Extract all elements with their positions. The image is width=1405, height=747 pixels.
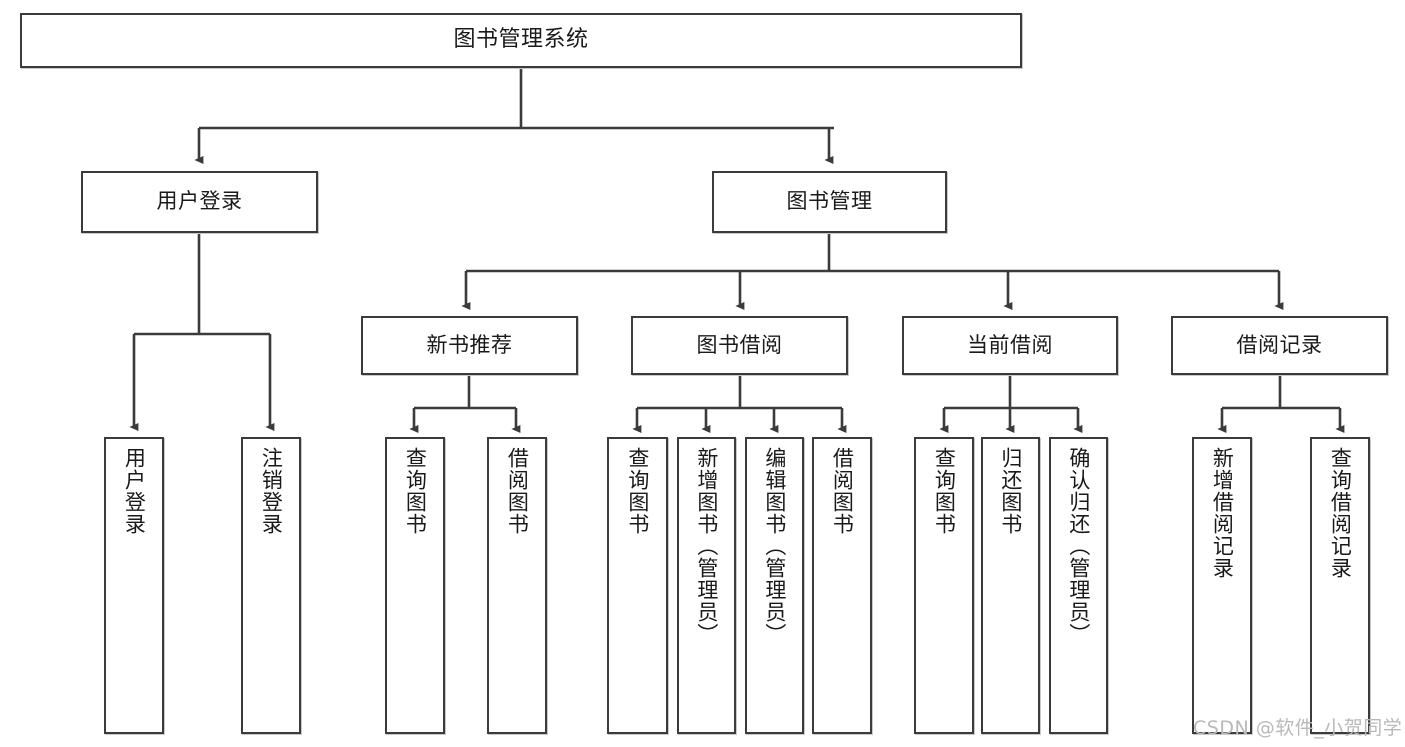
leaf-current-query-book[interactable]: 查询图书: [914, 437, 974, 734]
node-label: 图书管理系统: [453, 27, 589, 53]
leaf-borrow-edit-book[interactable]: 编辑图书（管理员）: [745, 437, 804, 734]
node-label: 确认归还（管理员）: [1066, 447, 1091, 645]
leaf-borrow-borrow-book[interactable]: 借阅图书: [812, 437, 872, 734]
node-book-borrow[interactable]: 图书借阅: [631, 316, 848, 375]
leaf-user-login-login[interactable]: 用户登录: [104, 437, 164, 734]
node-label: 当前借阅: [967, 332, 1053, 357]
node-label: 新增借阅记录: [1210, 447, 1235, 579]
node-label: 图书借阅: [696, 332, 783, 357]
leaf-record-query[interactable]: 查询借阅记录: [1310, 437, 1370, 734]
node-label: 查询借阅记录: [1328, 447, 1353, 579]
node-book-management[interactable]: 图书管理: [712, 171, 947, 233]
node-label: 归还图书: [998, 447, 1023, 535]
node-label: 用户登录: [122, 447, 147, 535]
node-label: 新增图书（管理员）: [694, 447, 719, 645]
leaf-current-confirm-return[interactable]: 确认归还（管理员）: [1049, 437, 1108, 734]
node-borrow-record[interactable]: 借阅记录: [1171, 316, 1388, 375]
node-label: 借阅记录: [1236, 332, 1323, 357]
node-label: 图书管理: [786, 189, 873, 214]
leaf-borrow-query-book[interactable]: 查询图书: [607, 437, 668, 734]
leaf-new-book-query[interactable]: 查询图书: [385, 437, 445, 734]
node-user-login[interactable]: 用户登录: [81, 171, 318, 233]
leaf-record-add[interactable]: 新增借阅记录: [1192, 437, 1252, 734]
node-label: 新书推荐: [426, 332, 513, 357]
node-label: 借阅图书: [830, 447, 855, 535]
watermark: CSDN @软件_小贺同学: [1193, 717, 1403, 739]
leaf-new-book-borrow[interactable]: 借阅图书: [487, 437, 547, 734]
leaf-user-login-logout[interactable]: 注销登录: [241, 437, 301, 734]
node-label: 注销登录: [259, 447, 284, 535]
leaf-borrow-add-book[interactable]: 新增图书（管理员）: [677, 437, 736, 734]
node-label: 查询图书: [403, 447, 428, 535]
node-label: 查询图书: [932, 447, 957, 535]
node-label: 编辑图书（管理员）: [762, 447, 787, 645]
node-root-system[interactable]: 图书管理系统: [20, 13, 1022, 68]
node-label: 查询图书: [625, 447, 650, 535]
node-current-borrow[interactable]: 当前借阅: [902, 316, 1118, 375]
node-new-book-recommend[interactable]: 新书推荐: [361, 316, 578, 375]
leaf-current-return-book[interactable]: 归还图书: [981, 437, 1040, 734]
node-label: 借阅图书: [505, 447, 530, 535]
node-label: 用户登录: [156, 189, 243, 214]
